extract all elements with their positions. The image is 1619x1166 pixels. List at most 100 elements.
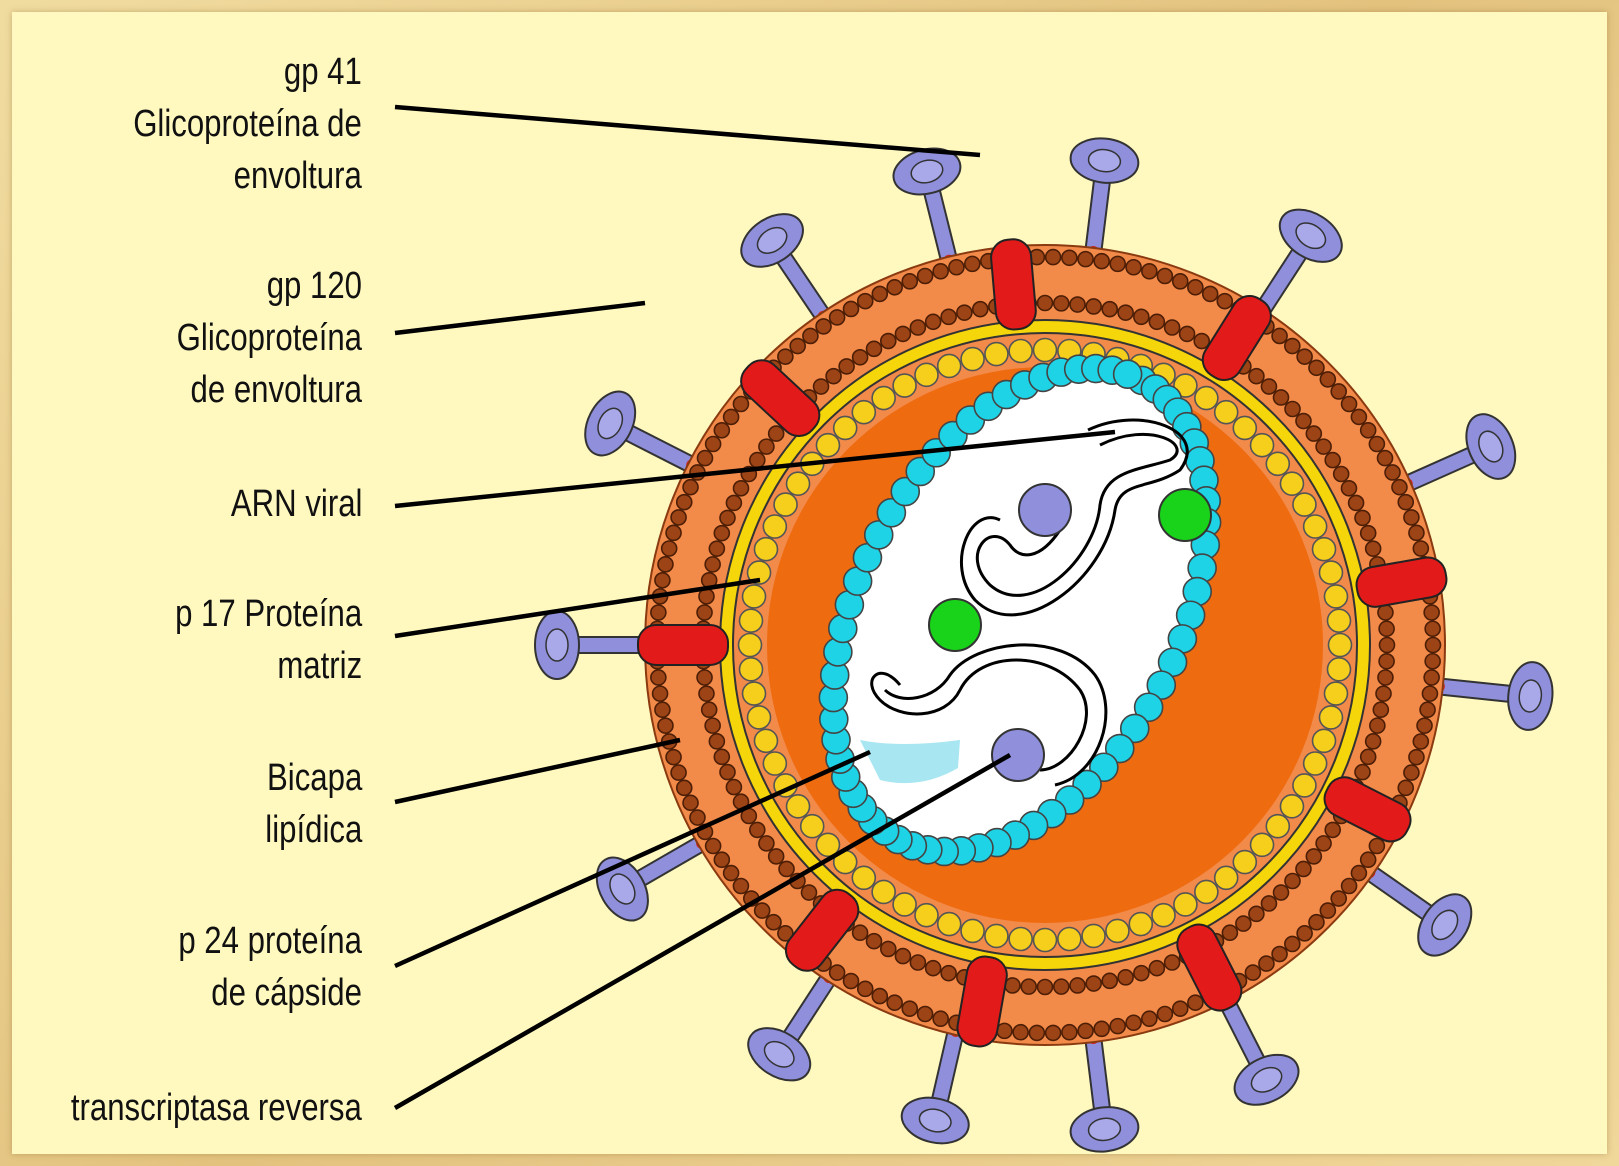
lipid-bead (1422, 686, 1437, 701)
lipid-bead (1110, 1019, 1125, 1034)
lipid-bead (853, 925, 868, 940)
lipid-bead (1373, 702, 1388, 717)
lipid-bead (1102, 302, 1117, 317)
matrix-bead (1304, 752, 1327, 775)
lipid-bead (1086, 299, 1101, 314)
lipid-bead (666, 525, 681, 540)
matrix-bead (1233, 416, 1256, 439)
lipid-bead (957, 305, 972, 320)
leader-gp41 (395, 107, 980, 155)
matrix-bead (1215, 401, 1238, 424)
lipid-bead (702, 702, 717, 717)
protease-dot (929, 599, 981, 651)
lipid-bead (1188, 995, 1203, 1010)
lipid-bead (1325, 453, 1340, 468)
lipid-bead (755, 903, 770, 918)
lipid-bead (1070, 297, 1085, 312)
lipid-bead (1366, 734, 1381, 749)
lipid-bead (941, 966, 956, 981)
lipid-bead (1370, 718, 1385, 733)
matrix-bead (1034, 339, 1057, 362)
lipid-bead (858, 981, 873, 996)
lipid-bead (1316, 439, 1331, 454)
lipid-bead (1392, 480, 1407, 495)
lipid-bead (1334, 467, 1349, 482)
matrix-bead (1129, 913, 1152, 936)
lipid-bead (769, 849, 784, 864)
matrix-bead (816, 434, 839, 457)
lipid-bead (918, 268, 933, 283)
matrix-bead (1195, 880, 1218, 903)
matrix-bead (852, 401, 875, 424)
lipid-bead (1331, 891, 1346, 906)
lipid-bead (697, 605, 712, 620)
label-gp120-line1: gp 120 (177, 260, 362, 312)
lipid-bead (1046, 1025, 1061, 1040)
lipid-bead (1285, 936, 1300, 951)
lipid-bead (759, 439, 774, 454)
lipid-bead (1409, 750, 1424, 765)
lipid-bead (1054, 296, 1069, 311)
lipid-bead (1203, 286, 1218, 301)
matrix-bead (1034, 929, 1057, 952)
lipid-bead (709, 734, 724, 749)
lipid-bead (1149, 314, 1164, 329)
matrix-bead (743, 585, 766, 608)
lipid-bead (1274, 390, 1289, 405)
lipid-bead (887, 280, 902, 295)
lipid-bead (1361, 423, 1376, 438)
gp120-stalk (939, 1030, 956, 1103)
lipid-bead (662, 541, 677, 556)
lipid-bead (1078, 1023, 1093, 1038)
matrix-bead (1174, 893, 1197, 916)
matrix-bead (1280, 472, 1303, 495)
lipid-bead (1102, 973, 1117, 988)
lipid-bead (714, 423, 729, 438)
lipid-bead (1249, 369, 1264, 384)
lipid-bead (1425, 654, 1440, 669)
matrix-bead (1280, 795, 1303, 818)
lipid-bead (1306, 426, 1321, 441)
lipid-bead (1366, 541, 1381, 556)
matrix-bead (774, 493, 797, 516)
lipid-bead (1070, 978, 1085, 993)
lipid-bead (872, 989, 887, 1004)
lipid-bead (1038, 980, 1053, 995)
lipid-bead (658, 557, 673, 572)
gp41-stub (638, 625, 728, 665)
lipid-bead (697, 451, 712, 466)
lipid-bead (853, 350, 868, 365)
lipid-bead (750, 822, 765, 837)
lipid-bead (1378, 451, 1393, 466)
lipid-bead (1142, 1011, 1157, 1026)
label-gp41-line3: envoltura (133, 150, 362, 202)
lipid-bead (1078, 252, 1093, 267)
matrix-bead (1324, 585, 1347, 608)
lipid-bead (1424, 670, 1439, 685)
leader-bicapa (395, 740, 680, 802)
lipid-bead (677, 495, 692, 510)
lipid-bead (1110, 256, 1125, 271)
lipid-bead (671, 510, 686, 525)
lipid-bead (683, 480, 698, 495)
lipid-bead (895, 326, 910, 341)
lipid-bead (1297, 926, 1312, 941)
lipid-bead (1021, 979, 1036, 994)
lipid-bead (910, 320, 925, 335)
lipid-bead (697, 670, 712, 685)
matrix-bead (754, 729, 777, 752)
lipid-bead (816, 319, 831, 334)
lipid-bead (1165, 320, 1180, 335)
lipid-bead (1342, 396, 1357, 411)
lipid-bead (1355, 510, 1370, 525)
lipid-bead (1272, 947, 1287, 962)
lipid-bead (714, 749, 729, 764)
lipid-bead (1376, 686, 1391, 701)
lipid-bead (1180, 326, 1195, 341)
lipid-bead (814, 379, 829, 394)
lipid-bead (1285, 874, 1300, 889)
matrix-bead (915, 363, 938, 386)
lipid-bead (1379, 621, 1394, 636)
lipid-bead (1173, 274, 1188, 289)
label-transcriptasa: transcriptasa reversa (71, 1082, 362, 1134)
